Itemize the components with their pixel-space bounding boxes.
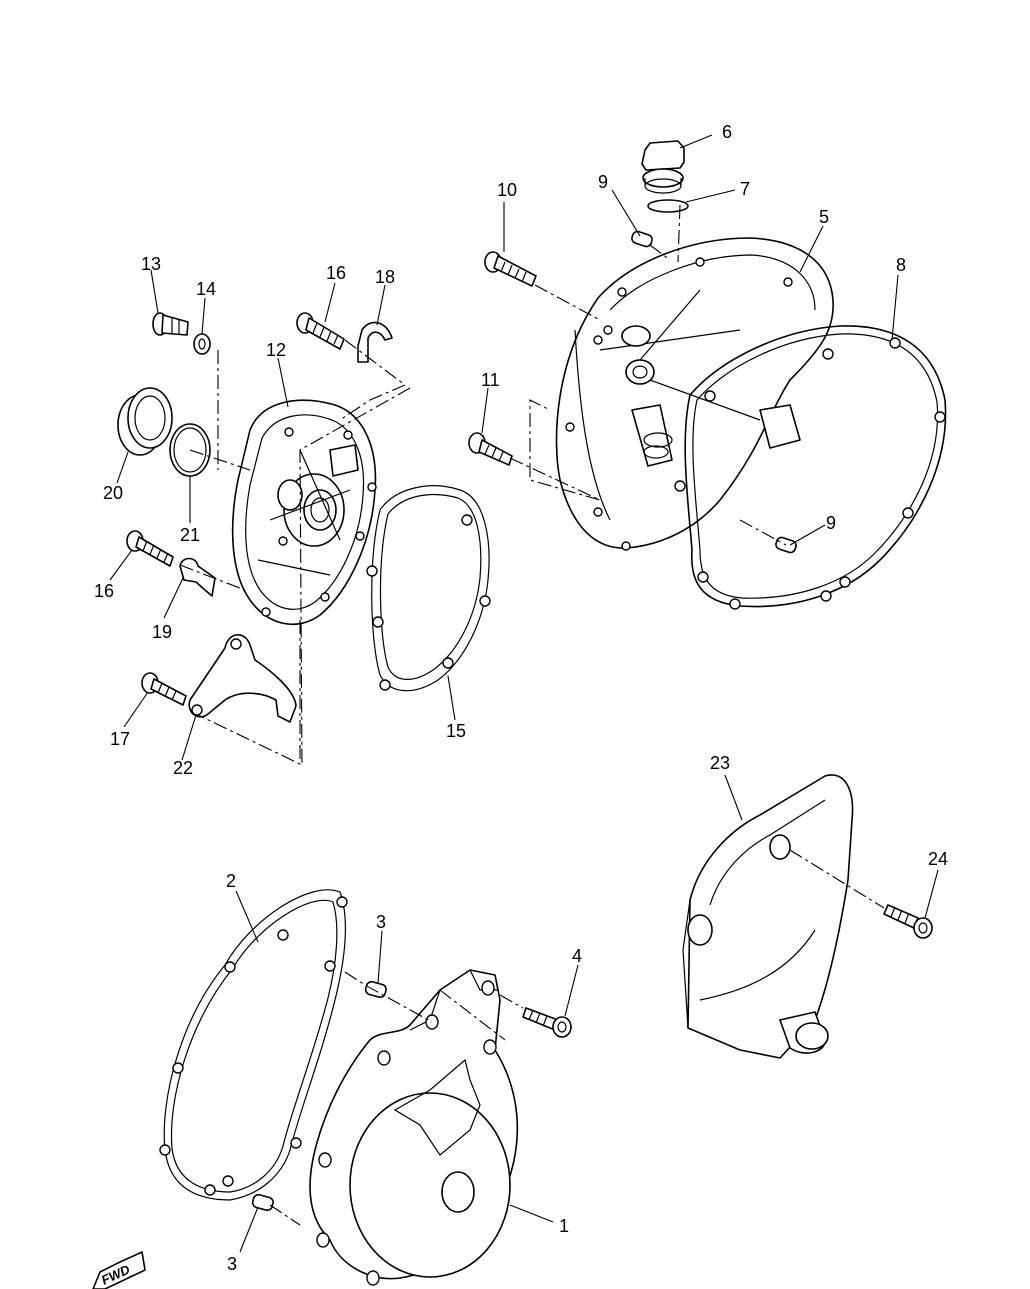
callout-22: 22 (173, 758, 193, 778)
callout-14: 14 (196, 279, 216, 299)
callout-5: 5 (819, 207, 829, 227)
align-lines-1 (269, 971, 524, 1226)
dowel-pin-9-upper (631, 230, 653, 248)
bolt-16-upper (296, 312, 345, 350)
sprocket-cover-23 (682, 774, 854, 1059)
gasket-2 (159, 889, 348, 1201)
callout-23: 23 (710, 753, 730, 773)
callout-9-upper: 9 (598, 172, 608, 192)
callout-24: 24 (928, 849, 948, 869)
callout-18: 18 (375, 267, 395, 287)
gasket-15 (366, 485, 491, 692)
callout-15: 15 (446, 721, 466, 741)
callout-8: 8 (896, 255, 906, 275)
clamp-18 (357, 321, 393, 363)
crankcase-cover-1 (309, 969, 519, 1286)
bolt-16-lower (126, 530, 174, 567)
bracket-19 (179, 557, 216, 597)
callout-13: 13 (141, 254, 161, 274)
callout-3-lower: 3 (227, 1254, 237, 1274)
callout-19: 19 (152, 622, 172, 642)
callout-4: 4 (572, 946, 582, 966)
callout-3-upper: 3 (376, 912, 386, 932)
callout-7: 7 (740, 179, 750, 199)
plug-20 (117, 387, 173, 456)
callout-6: 6 (722, 122, 732, 142)
callout-16-lower: 16 (94, 581, 114, 601)
bolt-10 (484, 251, 537, 287)
leader-24 (789, 849, 885, 909)
leader-lines (109, 134, 939, 1253)
clutch-cover-gasket (674, 325, 947, 610)
callout-10: 10 (497, 180, 517, 200)
callout-16-upper: 16 (326, 263, 346, 283)
callout-1: 1 (559, 1216, 569, 1236)
bolt-13 (152, 312, 189, 336)
clutch-cover (555, 237, 834, 551)
callout-17: 17 (110, 729, 130, 749)
callout-11: 11 (481, 370, 500, 390)
dowel-3-lower (251, 1193, 274, 1212)
washer-14 (193, 333, 211, 355)
bolt-17 (141, 672, 187, 706)
fwd-arrow-icon: FWD (92, 1251, 146, 1289)
callout-2: 2 (226, 871, 236, 891)
callout-20: 20 (103, 483, 123, 503)
oil-filler-cap (641, 140, 685, 194)
callout-12: 12 (266, 340, 286, 360)
plate-22 (188, 634, 297, 723)
bolt-11 (468, 432, 513, 466)
dowel-3-upper (364, 980, 387, 999)
callout-21: 21 (180, 525, 200, 545)
callout-labels: 6 7 9 10 5 8 13 16 18 14 12 11 20 21 9 1… (94, 122, 948, 1274)
o-ring-7 (647, 199, 689, 213)
callout-9-lower: 9 (826, 513, 836, 533)
bolt-4 (522, 1007, 572, 1038)
cover-12 (231, 399, 377, 626)
bolt-24 (883, 904, 933, 939)
